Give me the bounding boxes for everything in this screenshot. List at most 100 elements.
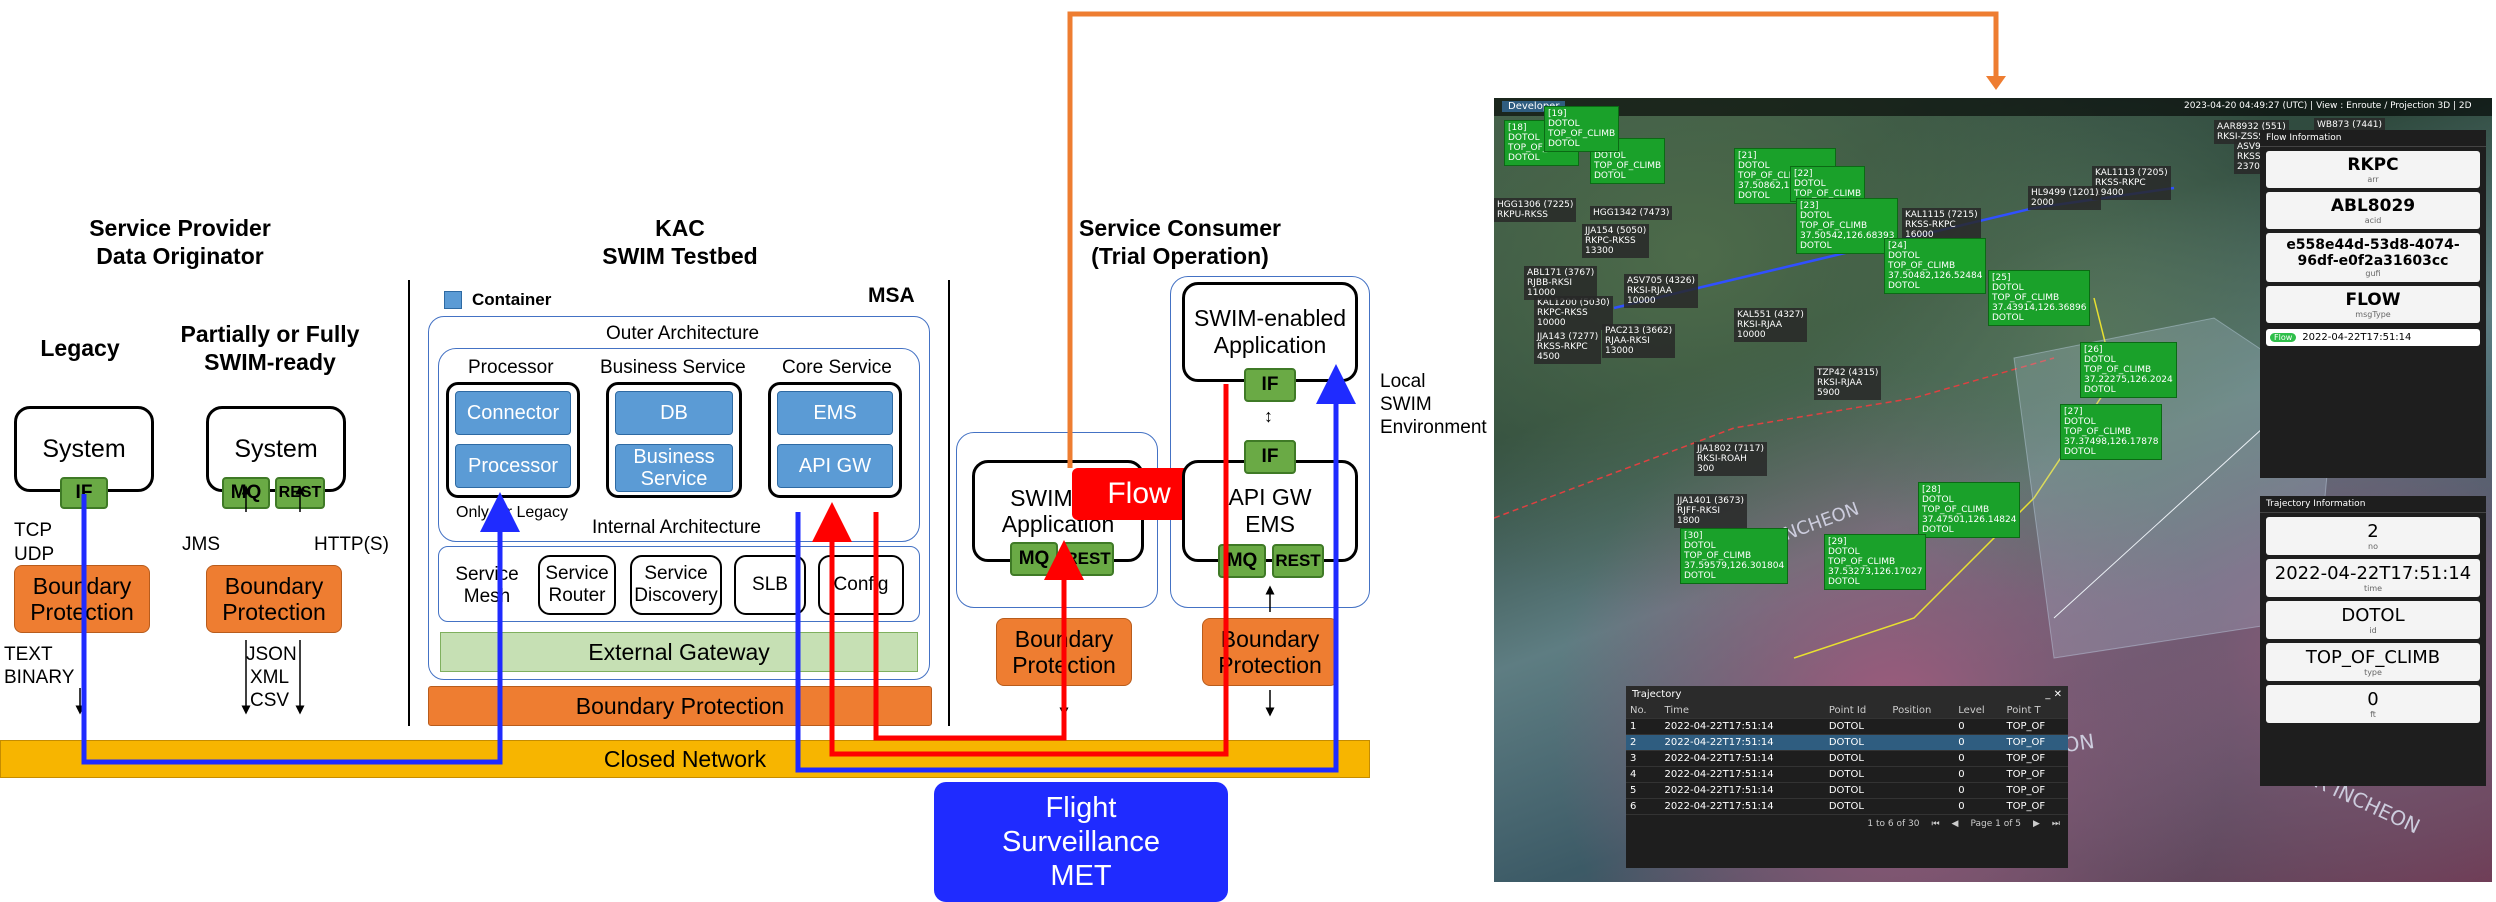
sources-surveillance: Surveillance [1002,826,1160,858]
cell [1888,718,1955,735]
flight-tag[interactable]: TZP42 (4315) RKSI-RJAA 5900 [1814,366,1882,400]
waypoint-tag[interactable]: [25] DOTOL TOP_OF_CLIMB 37.43914,126.368… [1988,270,2091,326]
flow-card-gufi-value: e558e44d-53d8-4074-96df-e0f2a31603cc [2286,237,2460,269]
flight-tag[interactable]: KAL1115 (7215) RKSS-RKPC 16000 [1902,208,1981,242]
cell: TOP_OF [2002,798,2068,815]
blue-flow-to-consumer [795,364,1356,773]
flow-message-item[interactable]: Flow 2022-04-22T17:51:14 [2266,329,2480,346]
table-row[interactable]: 1 2022-04-22T17:51:14 DOTOL 0 TOP_OF [1626,718,2068,735]
flow-card-arr: RKPC arr [2266,151,2480,188]
flight-tag[interactable]: JJA154 (5050) RKPC-RKSS 13300 [1582,224,1650,258]
flow-card-gufi: e558e44d-53d8-4074-96df-e0f2a31603cc guf… [2266,233,2480,282]
trajectory-info-panel: Trajectory Information 2 no 2022-04-22T1… [2260,496,2486,786]
minimize-icon[interactable]: _ [2045,689,2051,700]
api-gw-ems-line2: EMS [1245,511,1295,537]
waypoint-tag[interactable]: [27] DOTOL TOP_OF_CLIMB 37.37498,126.178… [2060,404,2163,460]
flight-tag[interactable]: JJA1802 (7117) RKSI-ROAH 300 [1694,442,1767,476]
api-gw-box: API GW [777,444,893,488]
orange-link-tail [1490,11,1999,84]
divider-right [948,280,950,726]
cell: 0 [1954,734,2003,751]
waypoint-tag[interactable]: [19] DOTOL TOP_OF_CLIMB DOTOL [1544,106,1620,152]
cell: 3 [1626,750,1661,767]
cell: 0 [1954,718,2003,735]
flight-tag[interactable]: HGG1342 (7473) [1590,206,1673,220]
connector-box: Connector [455,391,571,435]
traj-card-id-value: DOTOL [2341,605,2405,626]
col-level[interactable]: Level [1954,703,2003,719]
flight-tag[interactable]: KAL551 (4327) RKSI-RJAA 10000 [1734,308,1807,342]
cell: 2022-04-22T17:51:14 [1660,766,1825,783]
table-row[interactable]: 2 2022-04-22T17:51:14 DOTOL 0 TOP_OF [1626,734,2068,751]
diagram-connectors [75,11,1490,773]
flight-tag[interactable]: HL9499 (1201) 2000 [2028,186,2102,210]
consumer-b-boundary-line1: Boundary [1220,626,1320,652]
pager-last-icon[interactable]: ⏭ [2051,819,2060,829]
cell: DOTOL [1824,798,1889,815]
col-position[interactable]: Position [1888,703,1955,719]
cell: TOP_OF [2002,782,2068,799]
traj-card-no-label: no [2368,542,2378,551]
consumer-title-line2: (Trial Operation) [1091,243,1269,269]
flight-tag[interactable]: PAC213 (3662) RJAA-RKSI 13000 [1602,324,1676,358]
swim-ready-system-label: System [234,434,318,463]
orange-arrowhead-icon [1986,76,2006,90]
map-developer-menu[interactable]: Developer [1502,101,1566,112]
table-row[interactable]: 4 2022-04-22T17:51:14 DOTOL 0 TOP_OF [1626,766,2068,783]
sources-met: MET [1050,860,1112,892]
col-point-id[interactable]: Point Id [1824,703,1889,719]
flight-tag[interactable]: KAL1200 (5030) RKPC-RKSS 10000 [1534,296,1613,330]
processor-group-label: Processor [468,357,554,378]
flight-tag[interactable]: JJA1401 (3673) RJFF-RKSI 1800 [1674,494,1747,528]
col-time[interactable]: Time [1660,703,1825,719]
cell: DOTOL [1824,718,1889,735]
slb-box: SLB [734,555,806,615]
flight-tag[interactable]: HGG1306 (7225) RKPU-RKSS [1494,198,1577,222]
csv-label: CSV [250,690,290,711]
pager-next-icon[interactable]: ▶ [2032,819,2040,829]
pager-prev-icon[interactable]: ◀ [1951,819,1959,829]
cell: 0 [1954,798,2003,815]
swim-ready-boundary-line2: Protection [222,599,326,625]
pager-first-icon[interactable]: ⏮ [1931,819,1940,829]
flight-tag[interactable]: WB873 (7441) [2314,118,2386,132]
col-no[interactable]: No. [1626,703,1661,719]
waypoint-tag[interactable]: [24] DOTOL TOP_OF_CLIMB 37.50482,126.524… [1884,238,1987,294]
provider-title-line2: Data Originator [96,243,264,269]
close-icon[interactable]: ✕ [2053,689,2062,700]
col-point-type[interactable]: Point T [2002,703,2068,719]
waypoint-tag[interactable]: [26] DOTOL TOP_OF_CLIMB 37.22275,126.202… [2080,342,2177,398]
waypoint-tag[interactable]: [28] DOTOL TOP_OF_CLIMB 37.47501,126.148… [1918,482,2021,538]
cell [1888,798,1955,815]
flight-tag[interactable]: ASV705 (4326) RKSI-RJAA 10000 [1624,274,1698,308]
waypoint-tag[interactable]: [22] DOTOL TOP_OF_CLIMB [1790,166,1866,202]
consumer-b-if-bottom-overlay: IF [1244,440,1296,474]
table-row[interactable]: 5 2022-04-22T17:51:14 DOTOL 0 TOP_OF [1626,782,2068,799]
internal-architecture-label: Internal Architecture [592,517,761,538]
bidirectional-arrow-icon: ↕ [1264,406,1273,426]
cell [1888,782,1955,799]
red-flow-line-2 [873,512,1084,741]
flow-card-acid-label: acid [2364,216,2382,225]
cell: DOTOL [1824,750,1889,767]
cell: 0 [1954,782,2003,799]
waypoint-tag[interactable]: [30] DOTOL TOP_OF_CLIMB 37.59579,126.301… [1680,528,1789,584]
service-router-box: Service Router [538,555,616,615]
map-view[interactable]: Developer 2023-04-20 04:49:27 (UTC) | Vi… [1494,98,2492,882]
traj-card-time: 2022-04-22T17:51:14 time [2266,559,2480,597]
waypoint-tag[interactable]: [23] DOTOL TOP_OF_CLIMB 37.50542,126.683… [1796,198,1899,254]
kac-boundary-box: Boundary Protection [428,686,932,726]
cell: TOP_OF [2002,718,2068,735]
table-row[interactable]: 3 2022-04-22T17:51:14 DOTOL 0 TOP_OF [1626,750,2068,767]
flight-tag[interactable]: KAL1113 (7205) RKSS-RKPC 19400 [2092,166,2171,200]
flight-tag[interactable]: ABL171 (3767) RJBB-RKSI 11000 [1524,266,1598,300]
waypoint-tag[interactable]: [29] DOTOL TOP_OF_CLIMB 37.53273,126.170… [1824,534,1927,590]
business-service-box: Business Service [615,444,733,492]
table-row[interactable]: 6 2022-04-22T17:51:14 DOTOL 0 TOP_OF [1626,798,2068,815]
consumer-b-rest-box: REST [1272,544,1324,578]
traj-card-no: 2 no [2266,517,2480,555]
trajectory-info-title: Trajectory Information [2260,496,2486,513]
kac-title-line1: KAC [655,215,705,241]
trajectory-table-header: Trajectory _ ✕ [1626,686,2068,703]
flight-tag[interactable]: JJA143 (7277) RKSS-RKPC 4500 [1534,330,1602,364]
